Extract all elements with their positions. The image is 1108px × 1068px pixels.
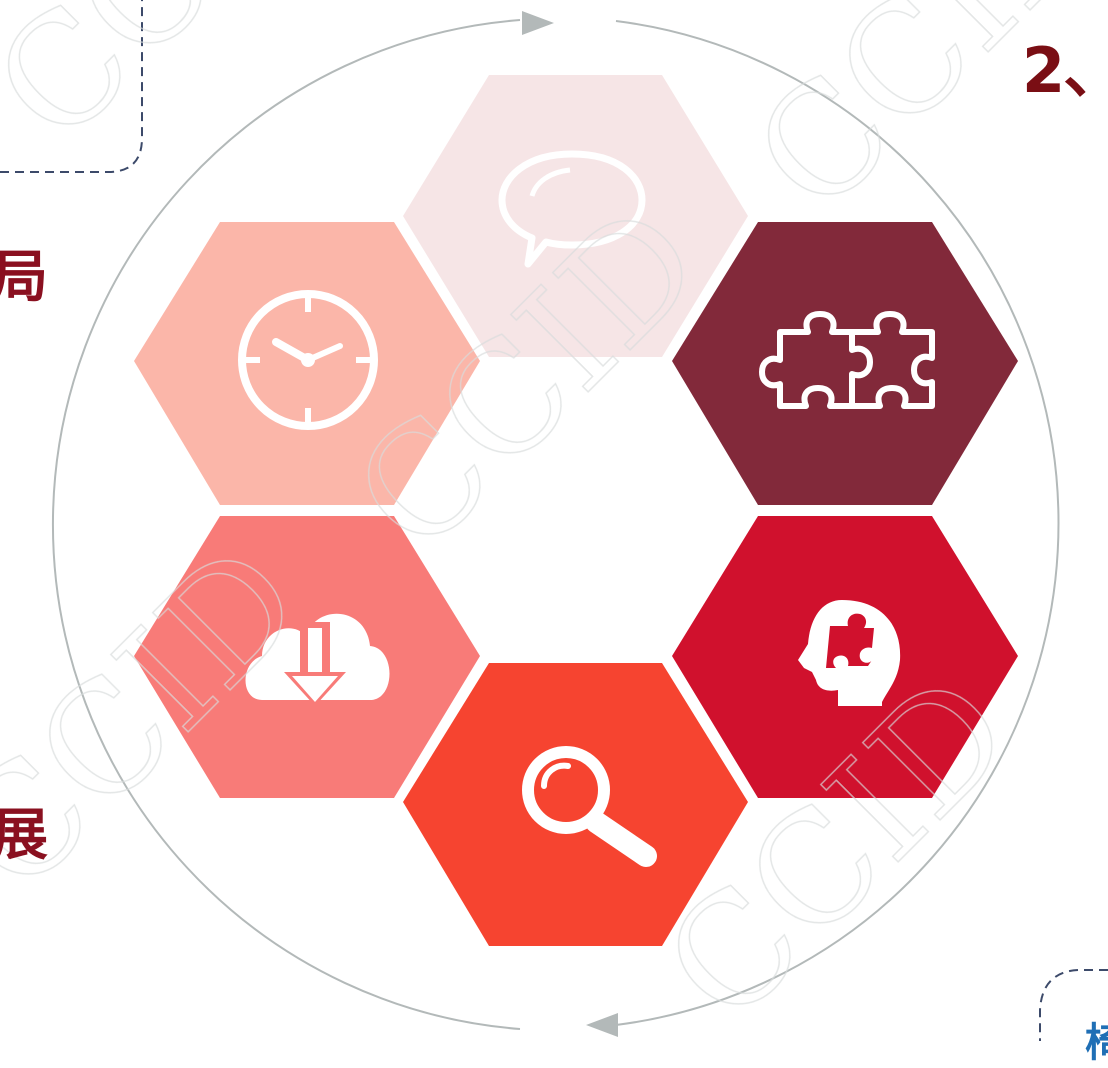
edge-text-left-upper: 局 — [0, 245, 48, 310]
brain-puzzle-icon — [798, 600, 901, 706]
cycle-arc-left — [52, 19, 521, 1030]
magnifier-icon — [522, 746, 657, 867]
hexagon-upper-right — [672, 222, 1018, 505]
cycle-arrowhead-top — [522, 11, 554, 35]
puzzle-icon — [759, 311, 935, 409]
hexagon-cycle-diagram: CCID CCID CCID CCID CCID — [0, 0, 1108, 1041]
edge-text-bottom-right: 椅 — [1085, 1020, 1108, 1066]
dashed-callout-top-left — [0, 0, 143, 173]
cycle-arrowhead-bottom — [586, 1013, 618, 1037]
speech-bubble-icon — [498, 150, 646, 268]
dashed-callout-bottom-right — [1039, 969, 1108, 1041]
clock-icon — [238, 290, 378, 430]
hexagon-bottom — [403, 663, 748, 946]
cloud-download-icon — [245, 613, 390, 706]
cycle-arc-right — [615, 20, 1060, 1026]
edge-text-left-lower: 展 — [0, 803, 48, 868]
watermark-text: CCID — [0, 0, 375, 175]
hexagon-top — [403, 75, 748, 357]
section-number-text: 2、 — [1022, 34, 1108, 107]
